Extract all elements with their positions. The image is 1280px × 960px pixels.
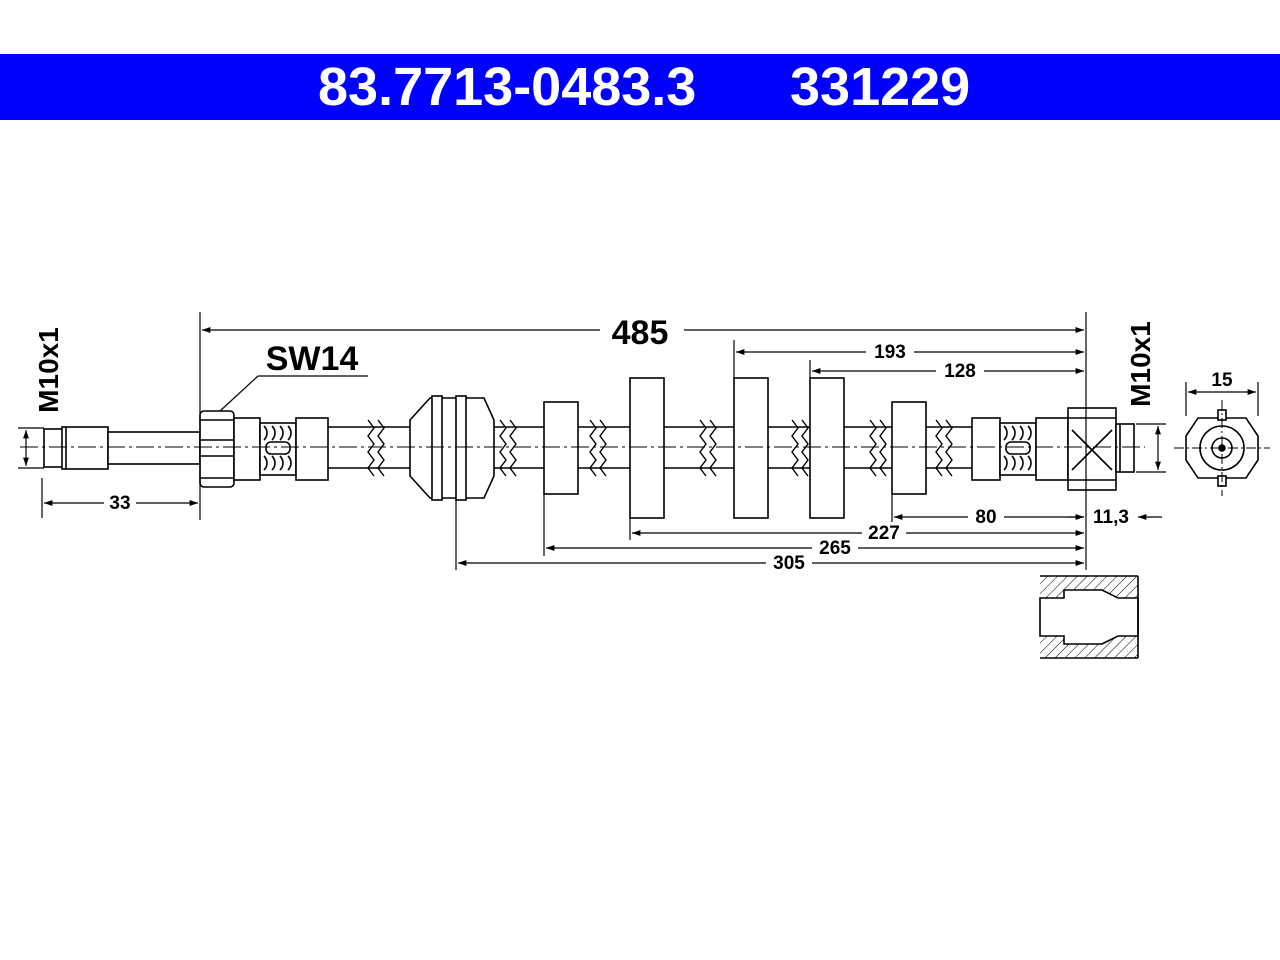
break-mark	[499, 419, 517, 477]
dim-193-label: 193	[874, 342, 906, 363]
thread-left-label: M10x1	[33, 327, 64, 413]
end-diameter-label: 15	[1211, 370, 1233, 391]
clip-sleeve	[733, 377, 769, 519]
break-mark	[367, 419, 385, 477]
break-mark	[791, 419, 809, 477]
reference-number: 331229	[790, 57, 971, 117]
part-number: 83.7713-0483.3	[318, 57, 697, 117]
left-fitting	[43, 410, 329, 488]
wrench-size-label: SW14	[266, 340, 359, 378]
clip-sleeve	[891, 401, 927, 495]
dim-33-label: 33	[109, 493, 130, 514]
dim-227-label: 227	[868, 523, 900, 544]
break-mark	[935, 419, 953, 477]
right-fitting	[971, 407, 1135, 491]
dim-80-label: 80	[975, 507, 996, 528]
end-view	[1174, 400, 1270, 496]
break-mark	[699, 419, 717, 477]
dim-265-label: 265	[819, 538, 851, 559]
clip-sleeve	[543, 401, 579, 495]
thread-right-label: M10x1	[1125, 321, 1156, 407]
overall-length-label: 485	[612, 314, 669, 352]
rubber-grommet	[409, 395, 495, 501]
dim-128-label: 128	[944, 361, 976, 382]
break-mark	[869, 419, 887, 477]
clip-sleeve	[809, 377, 845, 519]
dim-305-label: 305	[773, 553, 805, 574]
title-banner: 83.7713-0483.3 331229	[0, 54, 1280, 120]
clip-sleeve	[629, 377, 665, 519]
break-mark	[589, 419, 607, 477]
port-section-detail	[1039, 575, 1139, 659]
dim-11-3-label: 11,3	[1093, 507, 1129, 528]
